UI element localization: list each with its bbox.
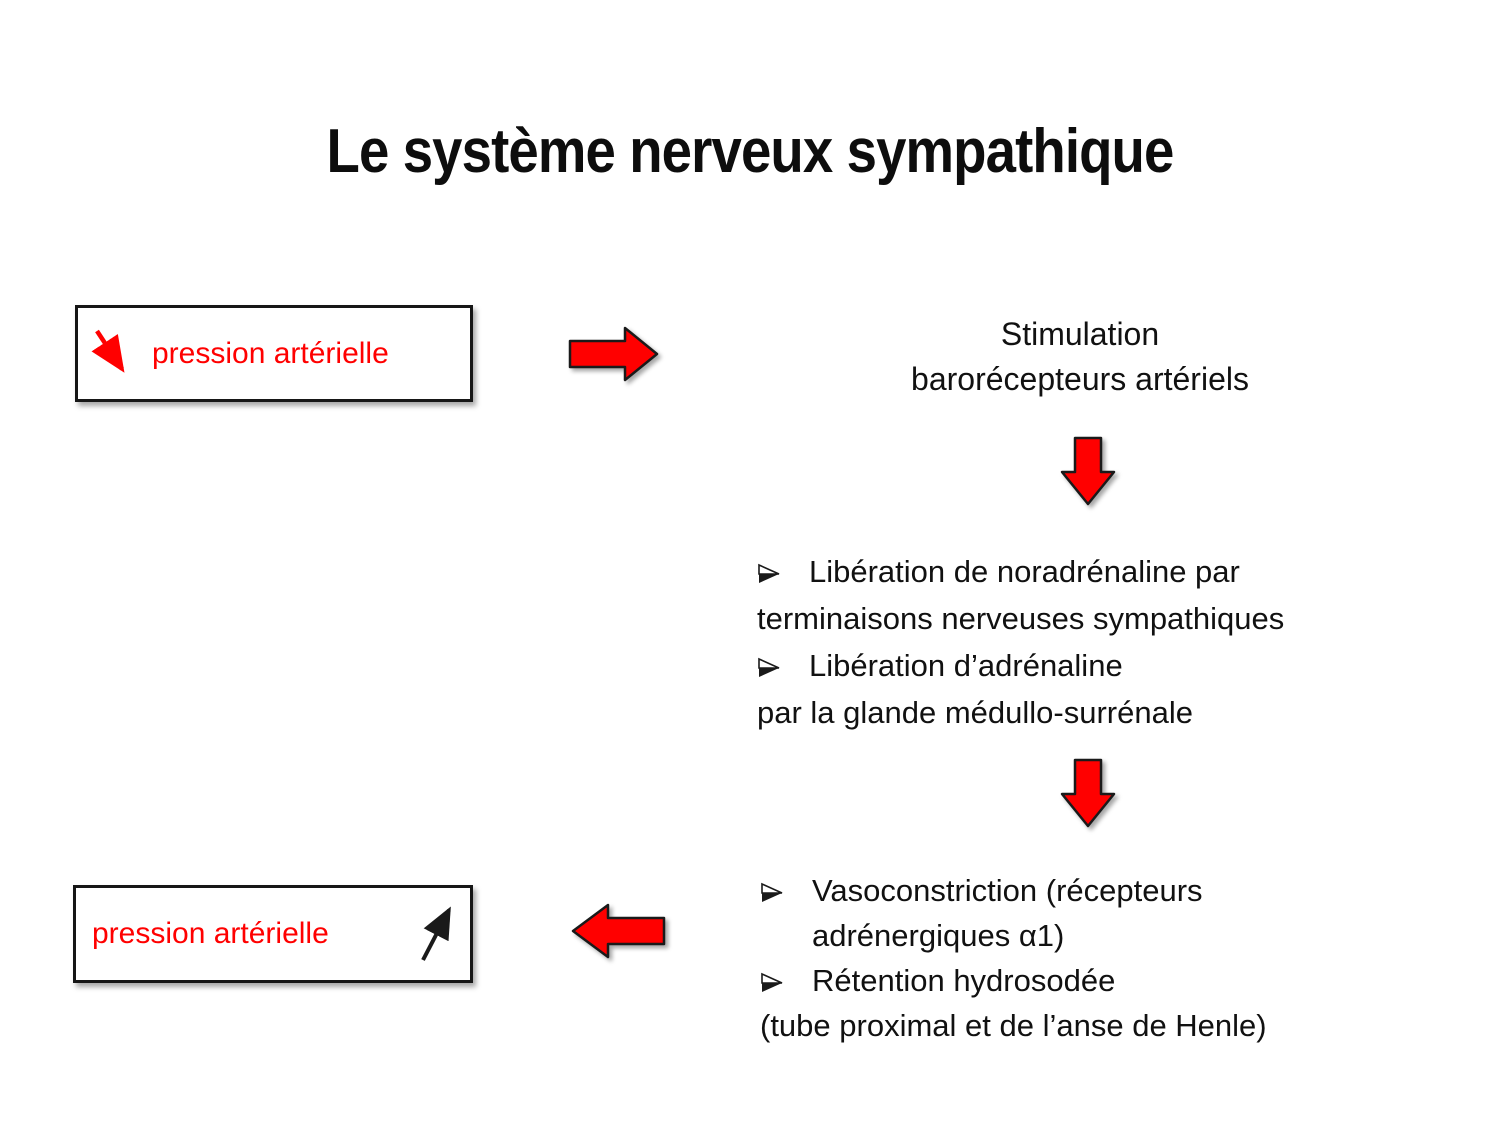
block-arrow-down-icon [1060,758,1116,828]
list-item: terminaisons nerveuses sympathiques [757,595,1417,642]
liberation-list: Libération de noradrénaline par terminai… [757,548,1417,736]
stimulation-line1: Stimulation [1000,316,1160,352]
list-item: Libération de noradrénaline par [757,548,1417,595]
arrow-up-right-icon [421,906,451,961]
list-item-text: Rétention hydrosodée [812,963,1116,998]
list-item-text: Libération de noradrénaline par [809,554,1240,589]
arrowhead-bullet-icon [757,562,809,586]
list-item: Vasoconstriction (récepteurs [760,868,1440,913]
arrowhead-bullet-icon [757,656,809,680]
arrow-down-right-icon [91,329,125,373]
pressure-drop-label: pression artérielle [152,336,389,370]
list-item-text: adrénergiques α1) [812,918,1065,953]
block-arrow-down-icon [1060,436,1116,506]
pressure-rise-box: pression artérielle [73,885,473,983]
list-item-text: Libération d’adrénaline [809,648,1123,683]
block-arrow-left-icon [571,903,666,959]
arrowhead-bullet-icon [760,971,812,995]
stimulation-line2: barorécepteurs artériels [911,361,1249,397]
list-item-text: (tube proximal et de l’anse de Henle) [760,1008,1267,1043]
list-item-text: terminaisons nerveuses sympathiques [757,601,1285,636]
list-item: adrénergiques α1) [760,913,1440,958]
slide-title: Le système nerveux sympathique [326,117,1175,186]
list-item-text: par la glande médullo-surrénale [757,695,1193,730]
effects-list: Vasoconstriction (récepteurs adrénergiqu… [760,868,1440,1048]
arrowhead-bullet-icon [760,881,812,905]
list-item: (tube proximal et de l’anse de Henle) [760,1003,1440,1048]
list-item: par la glande médullo-surrénale [757,689,1417,736]
pressure-drop-box: pression artérielle [75,305,473,402]
pressure-rise-label: pression artérielle [92,917,329,950]
block-arrow-right-icon [568,326,659,382]
list-item: Libération d’adrénaline [757,642,1417,689]
list-item-text: Vasoconstriction (récepteurs [812,873,1203,908]
list-item: Rétention hydrosodée [760,958,1440,1003]
stimulation-text: Stimulation barorécepteurs artériels [830,312,1330,402]
